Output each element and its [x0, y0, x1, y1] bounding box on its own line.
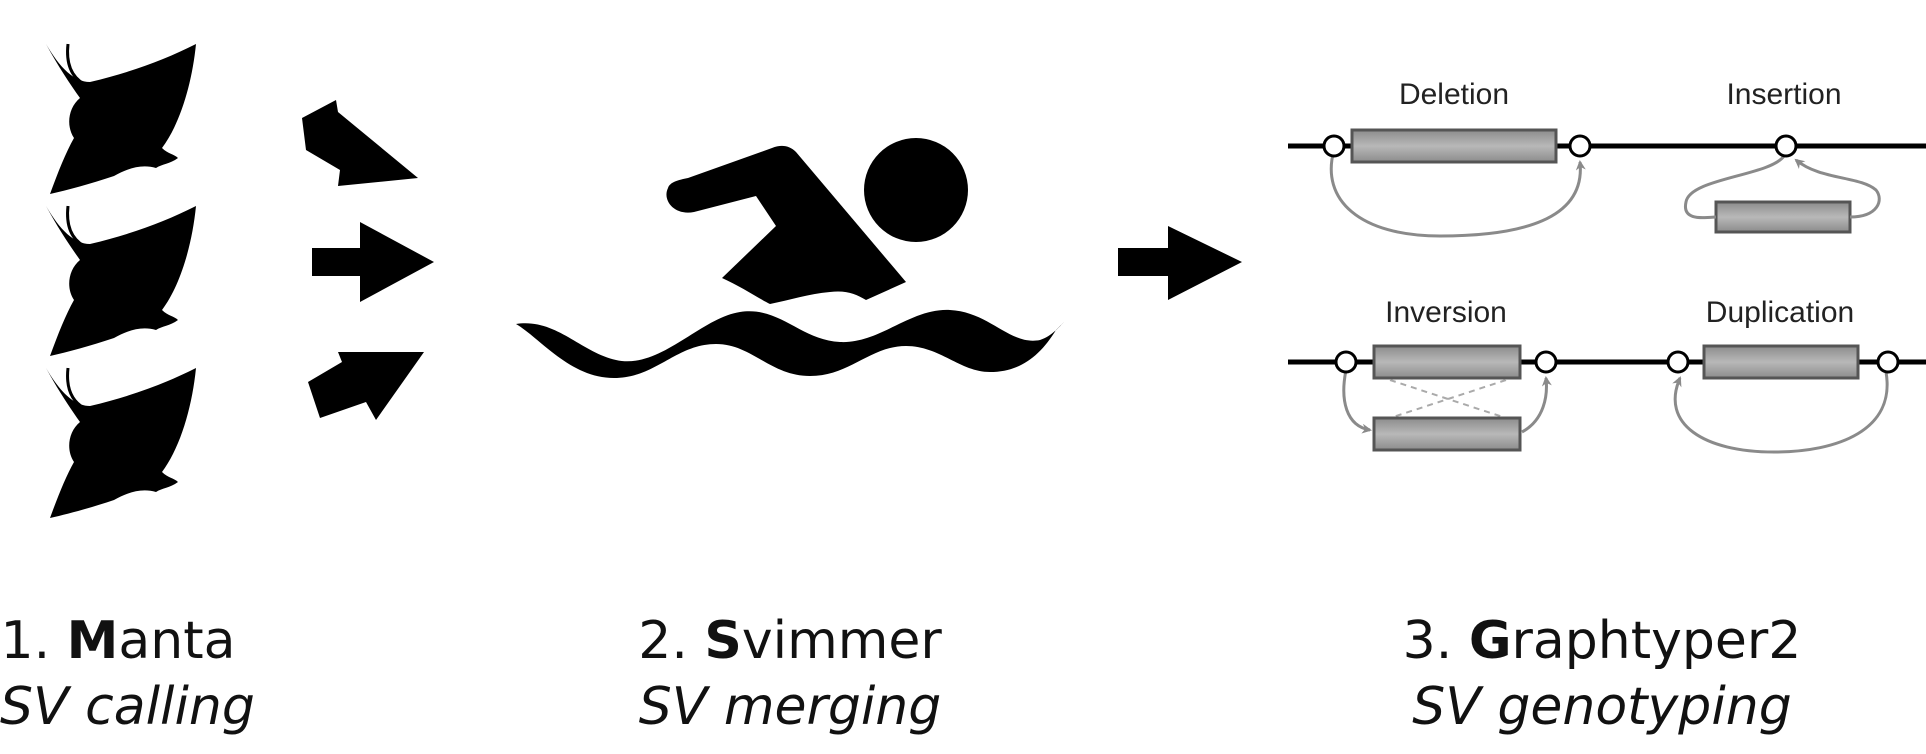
step-subtitle: SV calling [0, 677, 255, 737]
arrow-icon [1118, 226, 1242, 300]
step-title: 1. Manta [0, 611, 236, 671]
arrow-icon [308, 352, 424, 420]
step-graphtyper2: 3. Graphtyper2 SV genotyping [1392, 608, 1812, 740]
step-manta: 1. Manta SV calling [0, 608, 255, 740]
deletion-segment [1350, 128, 1558, 164]
deletion-label: Deletion [1399, 78, 1509, 111]
step-title: 3. Graphtyper2 [1402, 611, 1802, 671]
breakpoint [1568, 134, 1592, 158]
step-subtitle: SV merging [638, 677, 942, 737]
arrow-icon [312, 222, 434, 302]
breakpoint [1666, 350, 1690, 374]
sv-types-diagram: Deletion Insertion Inversion Duplication [1288, 78, 1926, 454]
manta-ray-icon [46, 43, 196, 194]
breakpoint [1322, 134, 1346, 158]
insertion-segment [1714, 200, 1852, 234]
breakpoint [1334, 350, 1358, 374]
breakpoint [1534, 350, 1558, 374]
manta-ray-icon [46, 205, 196, 356]
step-subtitle: SV genotyping [1412, 677, 1792, 737]
insertion-label: Insertion [1726, 78, 1841, 111]
step-svimmer: 2. Svimmer SV merging [620, 608, 960, 740]
inversion-segment [1372, 344, 1522, 380]
breakpoint [1876, 350, 1900, 374]
step-title: 2. Svimmer [638, 611, 942, 671]
breakpoint [1774, 134, 1798, 158]
inverted-segment [1372, 416, 1522, 452]
duplication-segment [1702, 344, 1860, 380]
inversion-label: Inversion [1385, 296, 1507, 329]
duplication-label: Duplication [1706, 296, 1854, 329]
arrow-icon [302, 100, 418, 186]
manta-ray-icon [46, 367, 196, 518]
swimmer-icon [516, 138, 1064, 378]
